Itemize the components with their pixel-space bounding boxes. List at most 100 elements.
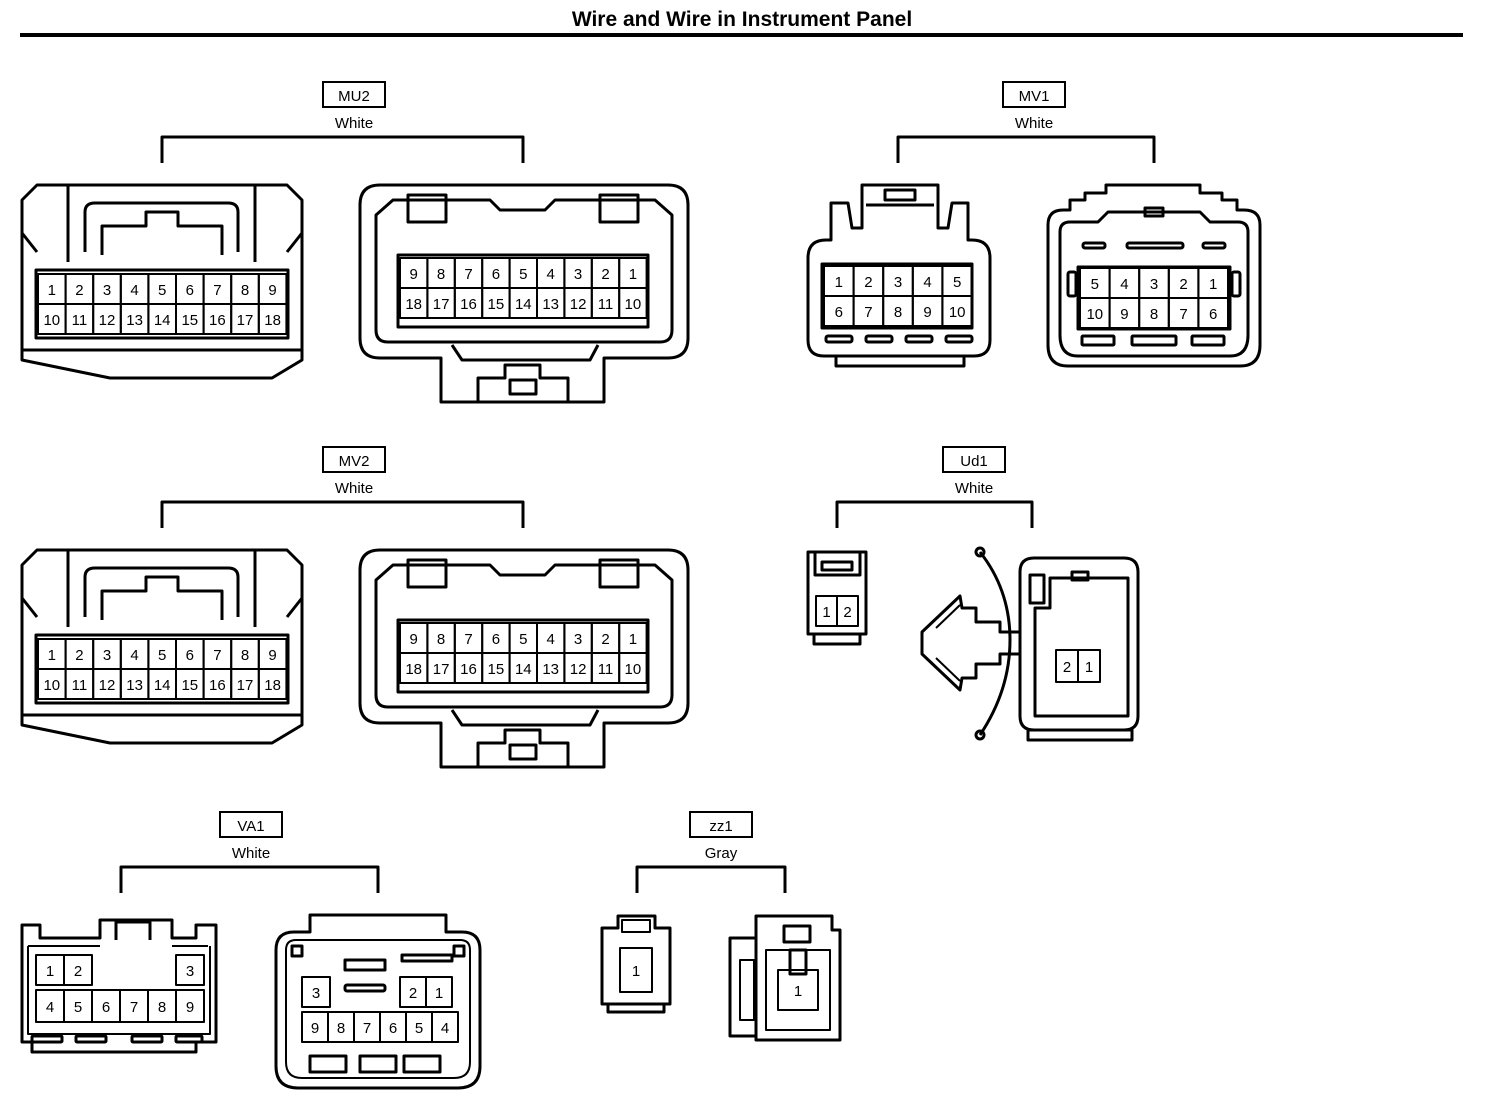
mv2-female-pin-number: 18 (405, 661, 422, 678)
mu2-female-pin-number: 12 (570, 296, 587, 313)
va1-female-pin-number: 8 (337, 1020, 345, 1037)
connector-code-va1: VA1 (219, 811, 283, 838)
mv2-male-pin-number: 13 (126, 677, 143, 694)
mv1-female-pin-number: 4 (1120, 276, 1128, 293)
mv1-female-pin-number: 10 (1086, 306, 1103, 323)
mu2-male-pin-frame (34, 268, 290, 340)
va1-male-pin-number: 8 (158, 999, 166, 1016)
va1-male-pin-number: 1 (46, 963, 54, 980)
va1-male-pin-cell (175, 989, 205, 1023)
va1-bracket (119, 865, 380, 893)
mv2-male-pin-number: 9 (268, 647, 276, 664)
mu2-female-pin-frame (396, 253, 650, 329)
mu2-male-pin-number: 2 (75, 282, 83, 299)
mv2-male-pin-number: 14 (154, 677, 171, 694)
zz1-female-pin-number: 1 (794, 983, 802, 1000)
mu2-female-pin-number: 8 (437, 266, 445, 283)
zz1-bracket (635, 865, 787, 893)
mv1-male-pin-number: 4 (923, 274, 931, 291)
mu2-male-pin-number: 8 (241, 282, 249, 299)
mv1-female-pin-number: 2 (1179, 276, 1187, 293)
mv2-male-pin-number: 6 (186, 647, 194, 664)
mv2-female-pin-number: 1 (629, 631, 637, 648)
mv1-male-pin-number: 1 (835, 274, 843, 291)
ud1-female-pin-number: 2 (1063, 659, 1071, 676)
connector-color-va1: White (231, 845, 271, 862)
mv2-female-pin-number: 8 (437, 631, 445, 648)
connector-color-mu2: White (334, 115, 374, 132)
mv1-female-pin-number: 6 (1209, 306, 1217, 323)
mu2-male-pin-number: 1 (48, 282, 56, 299)
connector-code-mv2: MV2 (322, 446, 386, 473)
mv2-female-pin-number: 16 (460, 661, 477, 678)
connector-code-zz1: zz1 (689, 811, 753, 838)
mv2-female-pin-number: 12 (570, 661, 587, 678)
mu2-female-pin-number: 10 (625, 296, 642, 313)
mv2-female-pin-number: 2 (601, 631, 609, 648)
mv2-male-pin-number: 8 (241, 647, 249, 664)
ud1-male-pin-cell (836, 595, 859, 627)
mv2-female-pin-number: 4 (547, 631, 555, 648)
va1-female-pin-number: 7 (363, 1020, 371, 1037)
mv1-female-pin-number: 1 (1209, 276, 1217, 293)
va1-female-pin-number: 1 (435, 985, 443, 1002)
connector-code-mv1: MV1 (1002, 81, 1066, 108)
mv2-male-pin-number: 1 (48, 647, 56, 664)
page-title: Wire and Wire in Instrument Panel (571, 8, 913, 31)
mv2-male-pin-number: 7 (213, 647, 221, 664)
mu2-female-pin-number: 3 (574, 266, 582, 283)
mu2-male-pin-number: 12 (99, 312, 116, 329)
mv1-male-pin-cell (941, 295, 974, 327)
mv1-male-pin-number: 9 (923, 304, 931, 321)
mv1-male-pin-number: 5 (953, 274, 961, 291)
mv2-male-pin-number: 12 (99, 677, 116, 694)
mu2-male-pin-number: 5 (158, 282, 166, 299)
mv2-female-pin-number: 6 (492, 631, 500, 648)
mv1-male-pin-number: 6 (835, 304, 843, 321)
mu2-male-pin-number: 17 (237, 312, 254, 329)
mv2-male-pin-number: 17 (237, 677, 254, 694)
ud1-female-pin-number: 1 (1085, 659, 1093, 676)
va1-female-pin-cell (431, 1011, 459, 1043)
va1-female-pin-cell (425, 976, 453, 1008)
mv2-female-pin-number: 7 (464, 631, 472, 648)
mv2-female-pin-number: 13 (542, 661, 559, 678)
va1-male-pin-cell (175, 954, 205, 986)
va1-male-pin-number: 5 (74, 999, 82, 1016)
zz1-female-connector: 1 (728, 914, 842, 1042)
mv1-bracket (896, 135, 1156, 163)
zz1-male-connector: 1 (600, 914, 672, 1014)
mu2-male-pin-number: 18 (264, 312, 281, 329)
ud1-male-pin-number: 1 (822, 604, 830, 621)
mu2-female-pin-number: 18 (405, 296, 422, 313)
mu2-female-pin-number: 2 (601, 266, 609, 283)
mu2-male-pin-number: 7 (213, 282, 221, 299)
ud1-male-pin-number: 2 (843, 604, 851, 621)
mu2-female-pin-number: 9 (410, 266, 418, 283)
mv2-female-pin-number: 17 (433, 661, 450, 678)
mv1-female-pin-number: 5 (1091, 276, 1099, 293)
mv1-male-pin-number: 2 (864, 274, 872, 291)
mu2-female-pin-number: 17 (433, 296, 450, 313)
mu2-female-pin-number: 15 (488, 296, 505, 313)
mu2-female-pin-number: 1 (629, 266, 637, 283)
va1-female-pin-number: 4 (441, 1020, 449, 1037)
mu2-female-pin-number: 11 (598, 296, 614, 313)
mv1-male-pin-number: 7 (864, 304, 872, 321)
mu2-female-pin-cell (618, 287, 648, 319)
mv2-female-pin-frame (396, 618, 650, 694)
title-rule (20, 33, 1463, 37)
mu2-male-pin-number: 15 (181, 312, 198, 329)
va1-male-pin-number: 2 (74, 963, 82, 980)
mu2-male-pin-number: 4 (130, 282, 138, 299)
mv2-male-pin-number: 5 (158, 647, 166, 664)
mu2-male-pin-number: 6 (186, 282, 194, 299)
va1-female-pin-number: 6 (389, 1020, 397, 1037)
mu2-female-pin-number: 5 (519, 266, 527, 283)
